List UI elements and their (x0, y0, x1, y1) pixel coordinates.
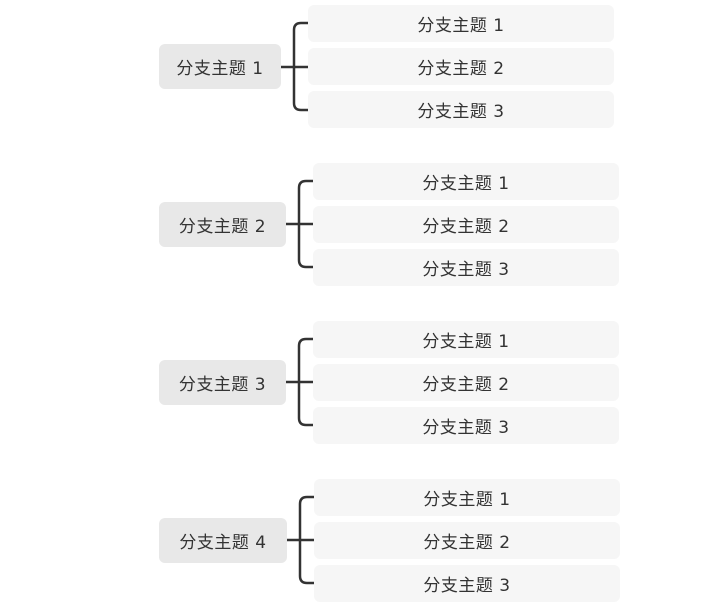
topic-label: 分支主题 1 (422, 332, 510, 352)
topic-label: 分支主题 3 (422, 418, 510, 438)
subtopic-3-3[interactable]: 分支主题 3 (313, 407, 619, 444)
topic-label: 分支主题 3 (178, 375, 267, 395)
topic-label: 分支主题 3 (423, 576, 511, 596)
subtopic-2-3[interactable]: 分支主题 3 (313, 249, 619, 286)
topic-label: 分支主题 2 (422, 375, 510, 395)
topic-label: 分支主题 2 (423, 533, 511, 553)
subtopic-2-2[interactable]: 分支主题 2 (313, 206, 619, 243)
topic-label: 分支主题 1 (417, 16, 505, 36)
subtopic-1-2[interactable]: 分支主题 2 (308, 48, 614, 85)
subtopic-1-3[interactable]: 分支主题 3 (308, 91, 614, 128)
main-topic-3[interactable]: 分支主题 3 (159, 360, 286, 405)
subtopic-3-2[interactable]: 分支主题 2 (313, 364, 619, 401)
main-topic-1[interactable]: 分支主题 1 (159, 44, 281, 89)
main-topic-4[interactable]: 分支主题 4 (159, 518, 287, 563)
topic-label: 分支主题 1 (423, 490, 511, 510)
subtopic-1-1[interactable]: 分支主题 1 (308, 5, 614, 42)
topic-label: 分支主题 2 (417, 59, 505, 79)
topic-label: 分支主题 3 (422, 260, 510, 280)
subtopic-4-1[interactable]: 分支主题 1 (314, 479, 620, 516)
subtopic-3-1[interactable]: 分支主题 1 (313, 321, 619, 358)
main-topic-2[interactable]: 分支主题 2 (159, 202, 286, 247)
subtopic-4-2[interactable]: 分支主题 2 (314, 522, 620, 559)
topic-label: 分支主题 1 (422, 174, 510, 194)
topic-label: 分支主题 2 (178, 217, 267, 237)
subtopic-4-3[interactable]: 分支主题 3 (314, 565, 620, 602)
subtopic-2-1[interactable]: 分支主题 1 (313, 163, 619, 200)
topic-label: 分支主题 2 (422, 217, 510, 237)
topic-label: 分支主题 4 (179, 533, 267, 553)
topic-label: 分支主题 1 (176, 59, 264, 79)
topic-label: 分支主题 3 (417, 102, 505, 122)
